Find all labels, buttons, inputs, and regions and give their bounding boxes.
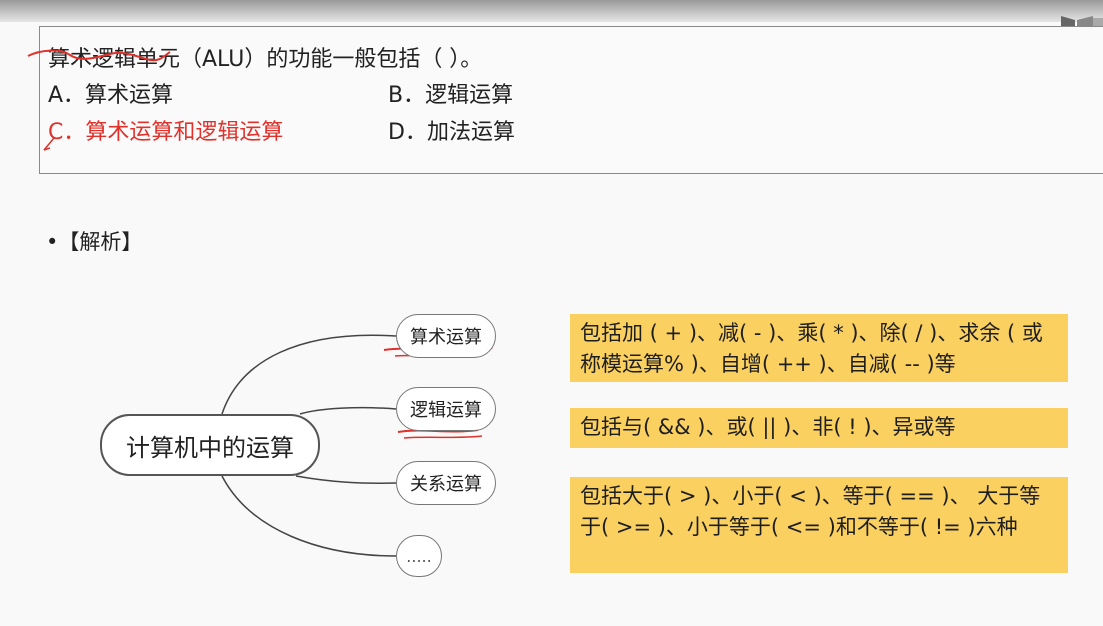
mind-map-root: 计算机中的运算 <box>100 414 320 476</box>
desc-relational: 包括大于( > )、小于( < )、等于( == )、 大于等于( >= )、小… <box>570 477 1068 573</box>
desc-logic: 包括与( && )、或( || )、非( ! )、异或等 <box>570 408 1068 448</box>
analysis-heading: •【解析】 <box>46 230 143 254</box>
option-d[interactable]: D．加法运算 <box>388 120 515 145</box>
node-logic: 逻辑运算 <box>396 387 496 431</box>
top-toolbar-shadow <box>0 0 1103 22</box>
question-box: 算术逻辑单元（ALU）的功能一般包括（ ）。 A．算术运算 B．逻辑运算 C．算… <box>39 26 1103 174</box>
node-more: ..... <box>396 535 442 577</box>
option-c[interactable]: C．算术运算和逻辑运算 <box>48 120 284 145</box>
node-arithmetic: 算术运算 <box>396 314 496 358</box>
option-b[interactable]: B．逻辑运算 <box>388 83 514 108</box>
node-relational: 关系运算 <box>396 461 496 505</box>
option-a[interactable]: A．算术运算 <box>48 83 174 108</box>
desc-arithmetic: 包括加 ( + )、减( - )、乘( * )、除( / )、求余 ( 或称模运… <box>570 314 1068 382</box>
